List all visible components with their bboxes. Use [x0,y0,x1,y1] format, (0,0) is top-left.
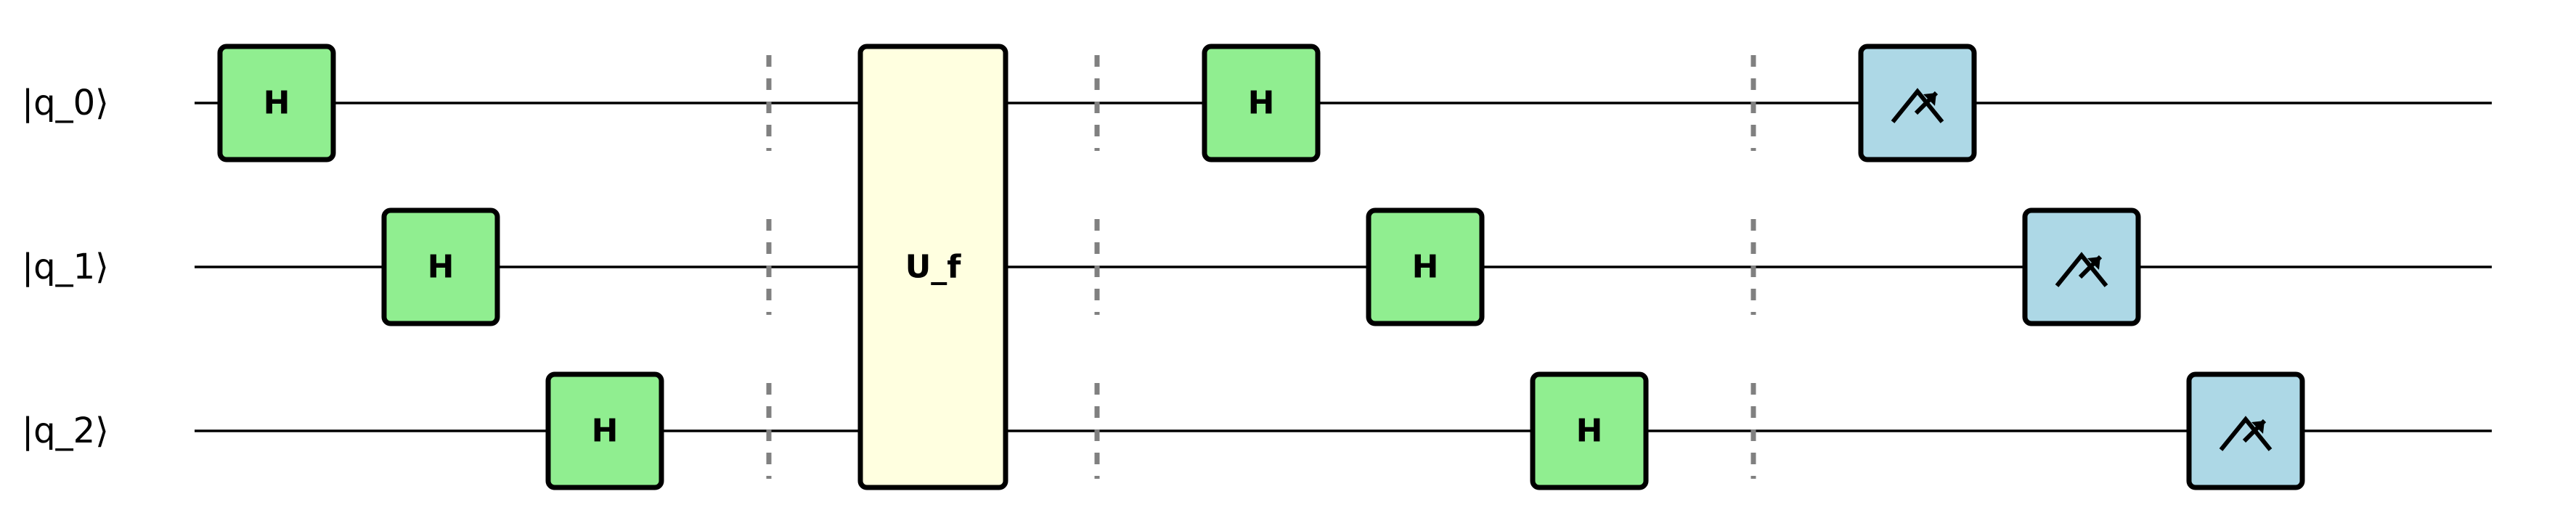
barriers [766,55,1756,479]
measure-gate-box [2022,207,2141,326]
qubit-labels: |q_0⟩ |q_1⟩ |q_2⟩ [22,83,109,451]
oracle-gate-label: U_f [905,249,962,286]
h-gate-box [545,371,664,490]
measure-gate-q2 [2186,371,2305,490]
oracle-gate-box [857,44,1008,490]
h-gate-label: H [1248,85,1275,122]
measure-gate-box [2186,371,2305,490]
h-gate-label: H [264,85,290,122]
measure-gate-q0 [1858,44,1977,162]
h-gate-label: H [428,249,455,286]
h-gate-label: H [1412,249,1439,286]
qubit-wires [195,102,2492,432]
h-gate-box [217,44,336,162]
qubit-label-2: |q_2⟩ [22,411,109,451]
h-gate-q2-step8: H [1530,371,1649,490]
measure-meter-icon [2055,252,2108,287]
measure-gate-q1 [2022,207,2141,326]
h-gate-label: H [592,413,619,450]
qubit-label-1: |q_1⟩ [22,247,109,287]
measure-meter-icon [1891,88,1944,123]
measure-gate-box [1858,44,1977,162]
oracle-gate: U_f [857,44,1008,490]
h-gate-box [1366,207,1485,326]
h-gate-q2-step2: H [545,371,664,490]
h-gate-q1-step1: H [381,207,500,326]
h-gate-label: H [1576,413,1603,450]
qubit-label-0: |q_0⟩ [22,83,109,123]
h-gate-q0-step0: H [217,44,336,162]
h-gate-box [1202,44,1321,162]
measure-meter-icon [2219,416,2273,451]
h-gate-q1-step7: H [1366,207,1485,326]
h-gate-box [381,207,500,326]
h-gate-box [1530,371,1649,490]
h-gate-q0-step6: H [1202,44,1321,162]
